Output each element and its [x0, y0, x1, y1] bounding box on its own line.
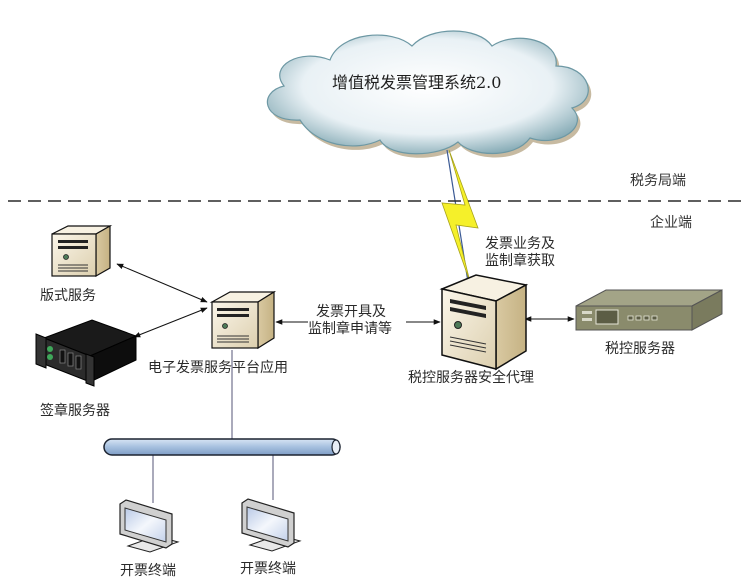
node-label-terminal-1: 开票终端	[120, 563, 176, 579]
monitor-icon	[241, 498, 302, 552]
node-label-platform-app: 电子发票服务平台应用	[148, 360, 288, 376]
edge-label-platform-proxy-line1: 发票开具及	[316, 304, 386, 320]
network-bus-icon	[103, 438, 341, 456]
zone-label-enterprise: 企业端	[650, 215, 692, 231]
node-label-tax-proxy: 税控服务器安全代理	[408, 370, 534, 386]
cloud-icon	[266, 30, 592, 158]
node-label-terminal-2: 开票终端	[240, 561, 296, 577]
zone-label-tax-bureau: 税务局端	[630, 173, 686, 189]
tower-server-icon	[51, 224, 113, 278]
rack-server-icon	[575, 289, 723, 331]
edge-label-proxy-cloud-line1: 发票业务及	[485, 236, 555, 252]
tower-server-icon	[439, 274, 529, 371]
node-label-tax-server: 税控服务器	[605, 341, 675, 357]
node-label-signing-server: 签章服务器	[40, 403, 110, 419]
edge-label-proxy-cloud-line2: 监制章获取	[485, 253, 555, 269]
link-platform-signing	[133, 307, 208, 338]
link-platform-layout	[116, 263, 208, 303]
black-rack-server-icon	[35, 319, 138, 387]
lightning-icon	[441, 149, 479, 283]
node-label-layout-service: 版式服务	[40, 288, 96, 304]
monitor-icon	[119, 499, 180, 553]
tower-server-icon	[209, 290, 277, 350]
edge-label-platform-proxy-line2: 监制章申请等	[308, 321, 392, 337]
cloud-title: 增值税发票管理系统2.0	[332, 73, 502, 92]
